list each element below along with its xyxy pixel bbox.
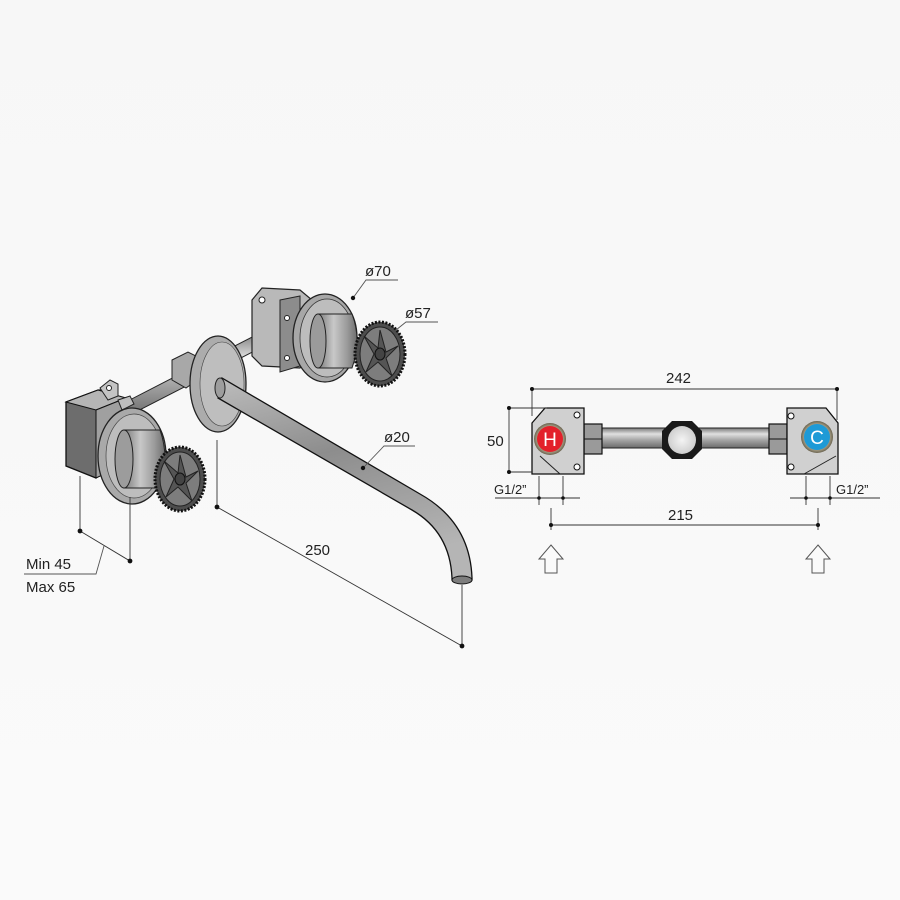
rear-handle-wheel	[353, 320, 407, 388]
cold-indicator	[804, 424, 830, 450]
front-handle-wheel	[153, 445, 207, 513]
plan-hot-block: H	[531, 407, 585, 475]
dim-connection-left: G1/2”	[494, 476, 580, 505]
dim-handle-diameter: ø57	[395, 305, 438, 331]
plan-center-coupling	[662, 421, 702, 459]
svg-text:Max 65: Max 65	[26, 579, 75, 596]
up-arrow-icon	[537, 544, 565, 574]
dim-wall-depth: Min 45 Max 65	[24, 476, 133, 596]
dim-spout-length: 250	[214, 440, 465, 649]
svg-text:250: 250	[305, 542, 330, 559]
svg-text:ø70: ø70	[365, 263, 391, 280]
dim-flange-diameter: ø70	[350, 263, 398, 301]
svg-text:50: 50	[487, 433, 504, 450]
plan-view: H C 242 50	[487, 370, 880, 574]
svg-text:G1/2”: G1/2”	[836, 482, 869, 497]
svg-text:Min 45: Min 45	[26, 556, 71, 573]
dim-spout-diameter: ø20	[360, 429, 415, 471]
svg-text:G1/2”: G1/2”	[494, 482, 527, 497]
svg-text:C: C	[810, 428, 824, 449]
rear-barrel	[309, 313, 358, 369]
dim-overall-width: 242	[530, 370, 839, 420]
spout	[214, 376, 473, 585]
up-arrow-icon	[804, 544, 832, 574]
svg-text:215: 215	[668, 507, 693, 524]
svg-text:242: 242	[666, 370, 691, 387]
hot-indicator	[537, 426, 563, 452]
svg-text:ø57: ø57	[405, 305, 431, 322]
svg-text:ø20: ø20	[384, 429, 410, 446]
perspective-view: ø70 ø57 ø20 250 Mi	[24, 263, 473, 649]
dim-height: 50	[487, 406, 547, 474]
dim-connection-right: G1/2”	[790, 476, 880, 505]
svg-text:H: H	[543, 430, 557, 451]
plan-cold-block: C	[786, 407, 839, 475]
dim-inlet-spacing: 215	[549, 507, 820, 530]
